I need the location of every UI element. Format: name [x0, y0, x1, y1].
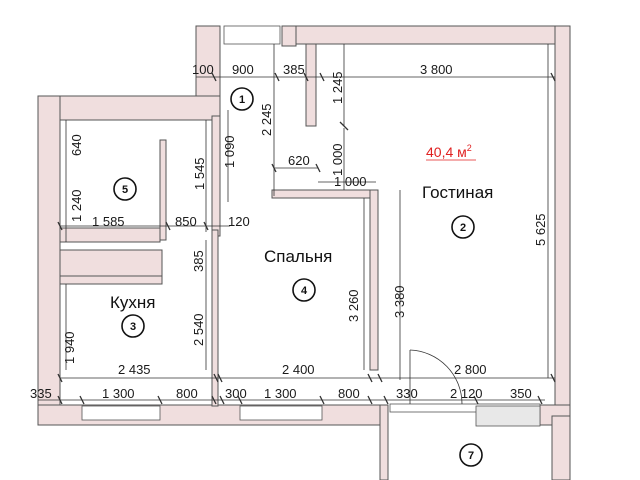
windows	[81, 25, 541, 427]
room-name-bedroom: Спальня	[264, 247, 332, 266]
dim-800-b: 800	[338, 386, 360, 401]
dim-330: 330	[396, 386, 418, 401]
room-name-kitchen: Кухня	[110, 293, 156, 312]
dim-2400: 2 400	[282, 362, 315, 377]
dim-120: 120	[228, 214, 250, 229]
dim-900: 900	[232, 62, 254, 77]
dim-1940: 1 940	[62, 331, 77, 364]
room-number-bedroom: 4	[301, 285, 308, 297]
room-number-bathroom: 5	[122, 184, 128, 196]
dim-2800: 2 800	[454, 362, 487, 377]
dim-350: 350	[510, 386, 532, 401]
dim-1585: 1 585	[92, 214, 125, 229]
dim-2245: 2 245	[259, 103, 274, 136]
dim-385-mid: 385	[191, 250, 206, 272]
dim-1240: 1 240	[69, 189, 84, 222]
dim-335: 335	[30, 386, 52, 401]
room-markers: 1 2 3 4 5 7	[113, 87, 483, 467]
dim-3800: 3 800	[420, 62, 453, 77]
dimension-lines	[38, 44, 556, 405]
dim-5625: 5 625	[533, 213, 548, 246]
door-swing	[409, 349, 463, 405]
dim-800-a: 800	[176, 386, 198, 401]
dim-850: 850	[175, 214, 197, 229]
dim-2120: 2 120	[450, 386, 483, 401]
total-area: 40,4 м2	[426, 143, 472, 160]
dim-1000-v: 1 000	[330, 143, 345, 176]
room-number-kitchen: 3	[130, 321, 136, 333]
dim-300: 300	[225, 386, 247, 401]
room-name-living: Гостиная	[422, 183, 493, 202]
dim-385-top: 385	[283, 62, 305, 77]
room-number-living: 2	[460, 222, 466, 234]
dim-1000-h: 1 000	[334, 174, 367, 189]
dim-2540: 2 540	[191, 313, 206, 346]
dim-1090: 1 090	[222, 135, 237, 168]
dim-2435: 2 435	[118, 362, 151, 377]
dimension-labels: 100 900 385 3 800 1 245 2 245 1 090 640 …	[30, 62, 548, 401]
dim-1300-a: 1 300	[102, 386, 135, 401]
dim-3260: 3 260	[346, 289, 361, 322]
dim-1545: 1 545	[192, 157, 207, 190]
dim-620: 620	[288, 153, 310, 168]
dim-640: 640	[69, 134, 84, 156]
dim-1300-b: 1 300	[264, 386, 297, 401]
dim-3380: 3 380	[392, 285, 407, 318]
room-number-balcony: 7	[468, 450, 474, 462]
dim-1245: 1 245	[330, 71, 345, 104]
room-number-hall: 1	[239, 94, 245, 106]
dim-100: 100	[192, 62, 214, 77]
partitions	[59, 43, 379, 407]
